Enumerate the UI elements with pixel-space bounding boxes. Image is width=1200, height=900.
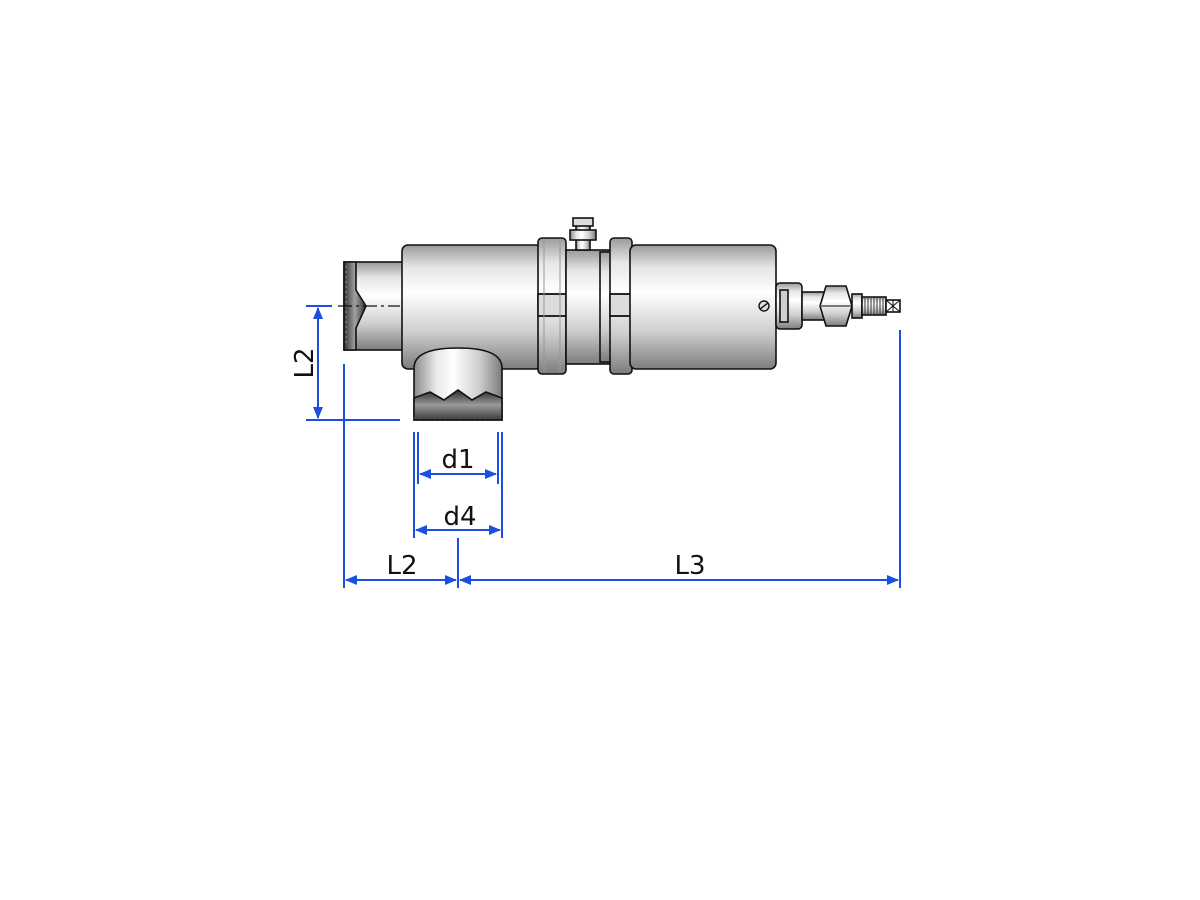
- top-valve-fitting: [569, 217, 597, 251]
- label-d4: d4: [443, 502, 476, 532]
- fitting-body: [338, 217, 901, 421]
- sensor-connector: [775, 282, 901, 330]
- bottom-branch-outlet: [413, 347, 503, 421]
- label-d1: d1: [441, 445, 474, 475]
- label-l3: L3: [674, 551, 705, 581]
- dimension-lines: [306, 305, 901, 588]
- clamp-nut-left: [537, 237, 567, 375]
- slotted-screw-icon: [758, 300, 770, 312]
- label-horizontal-l2: L2: [386, 551, 417, 581]
- clamp-nut-right: [609, 237, 633, 375]
- label-vertical-l2: L2: [290, 347, 320, 378]
- main-cylinder-right: [629, 244, 777, 370]
